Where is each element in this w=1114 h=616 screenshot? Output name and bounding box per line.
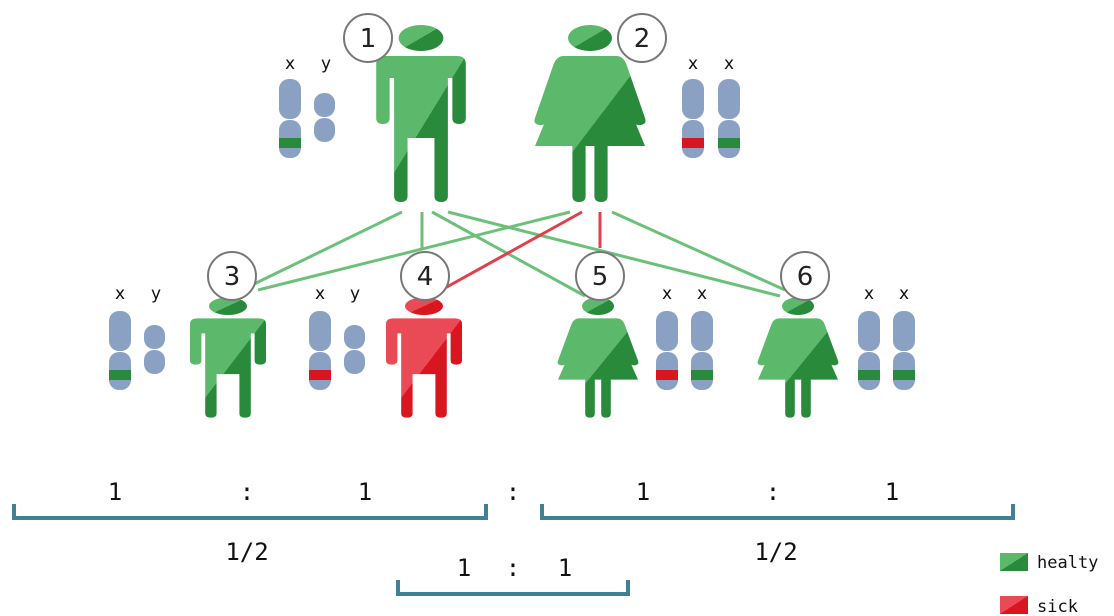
ratio-separator: : [240, 478, 254, 506]
ratio-value: 1 [558, 554, 572, 582]
chromosome-x [309, 311, 331, 390]
legend-item-sick: sick [1000, 596, 1078, 616]
person-number: 2 [634, 24, 651, 54]
ratio-value: 1 [358, 478, 372, 506]
chromosome-label: x [724, 54, 734, 74]
healthy-swatch [1000, 553, 1028, 571]
bracket-bottom [396, 580, 630, 596]
chromosome-label: x [864, 284, 874, 304]
number-badge [207, 251, 257, 301]
chromosome-label: x [662, 284, 672, 304]
legend: healty sick [1000, 553, 1098, 616]
ratio-bottom: 1 : 1 [396, 554, 630, 596]
line-1-6 [447, 210, 781, 298]
chromosome-x [893, 311, 915, 390]
line-2-3 [257, 210, 571, 292]
person-number: 4 [417, 262, 434, 292]
number-badge [617, 13, 667, 63]
chromosome-x [858, 311, 880, 390]
number-badge [575, 251, 625, 301]
person-number: 1 [360, 24, 377, 54]
chromosome-x [691, 311, 713, 390]
ratio-value: 1 [108, 478, 122, 506]
bracket-right [540, 504, 1015, 520]
chromosome-label: x [115, 284, 125, 304]
person-2: 2 x x [534, 13, 740, 202]
chromosome-y [344, 325, 365, 374]
chromosome-x [718, 79, 740, 158]
number-badge [400, 251, 450, 301]
ratio-value: 1 [457, 554, 471, 582]
ratio-separator: : [766, 478, 780, 506]
chromosome-label: x [899, 284, 909, 304]
inheritance-lines [251, 210, 786, 298]
ratio-left: 1 : 1 1/2 [12, 478, 488, 566]
chromosome-x [682, 79, 704, 158]
chromosome-label: x [285, 54, 295, 74]
person-1: 1 x y [279, 13, 466, 202]
ratio-right: 1 : 1 1/2 [540, 478, 1015, 566]
ratio-middle-separator: : [506, 478, 520, 506]
chromosome-label: y [321, 54, 331, 74]
person-number: 3 [224, 262, 241, 292]
person-5: 5 x x [557, 251, 713, 418]
chromosome-label: y [350, 284, 360, 304]
person-6: 6 x x [757, 251, 915, 418]
ratio-value: 1 [885, 478, 899, 506]
sick-swatch [1000, 596, 1028, 614]
legend-label: sick [1037, 597, 1078, 616]
number-badge [343, 13, 393, 63]
chromosome-y [314, 93, 335, 142]
chromosome-x [109, 311, 131, 390]
fraction-left: 1/2 [225, 538, 268, 566]
person-number: 5 [592, 262, 609, 292]
person-3: 3 x y [109, 251, 266, 418]
ratio-value: 1 [636, 478, 650, 506]
bracket-left [12, 504, 488, 520]
chromosome-label: x [688, 54, 698, 74]
chromosome-label: x [315, 284, 325, 304]
legend-item-healthy: healty [1000, 553, 1098, 573]
ratio-separator: : [506, 554, 520, 582]
chromosome-x [279, 79, 301, 158]
chromosome-label: y [151, 284, 161, 304]
person-number: 6 [797, 262, 814, 292]
chromosome-y [144, 325, 165, 374]
chromosome-x [656, 311, 678, 390]
number-badge [780, 251, 830, 301]
person-4: 4 x y [309, 251, 462, 418]
line-1-3 [251, 210, 403, 287]
line-2-6 [611, 210, 786, 292]
chromosome-label: x [697, 284, 707, 304]
line-2-4 [444, 210, 583, 290]
legend-label: healty [1037, 553, 1098, 573]
fraction-right: 1/2 [754, 538, 797, 566]
